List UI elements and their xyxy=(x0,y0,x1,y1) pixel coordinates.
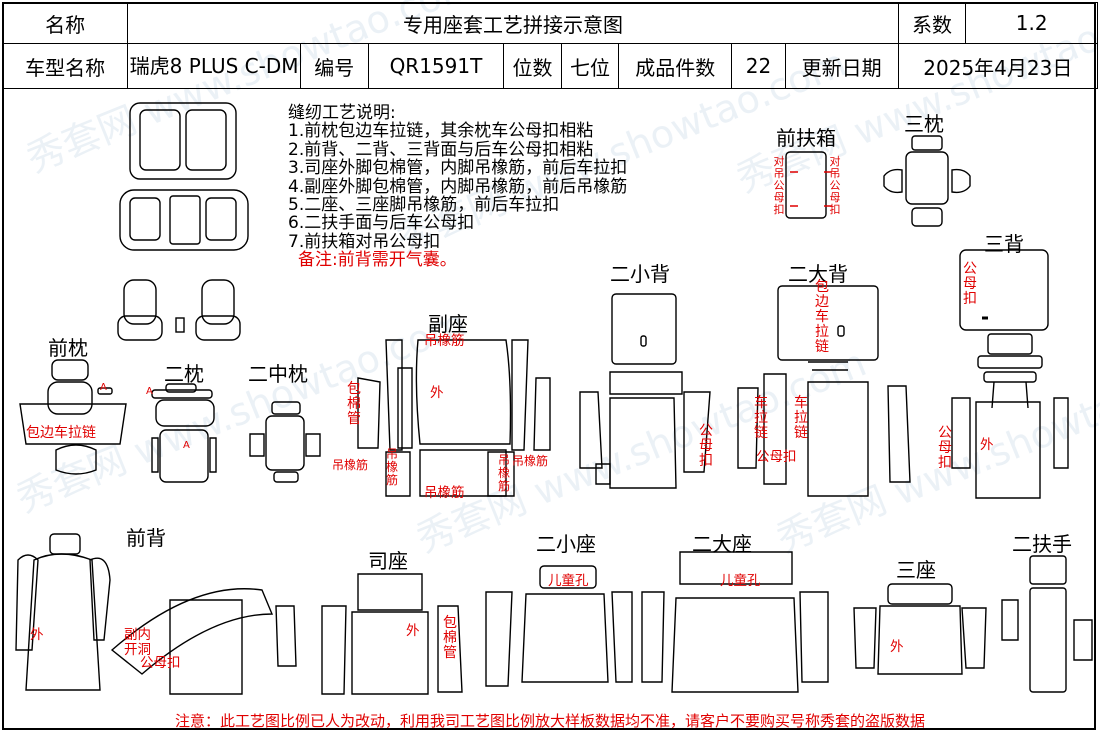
annotation-diao-xiang-jin: 吊橡筋 xyxy=(424,333,465,349)
third-seat-pieces xyxy=(853,583,987,675)
annotation-bao-bian-che-la-lian: 包边车拉链 xyxy=(815,279,829,355)
passenger-seat-pieces xyxy=(357,339,551,497)
label-second-middle-headrest: 二中枕 xyxy=(248,362,308,386)
annotation-gong-mu-kou: 公母扣 xyxy=(938,425,952,471)
notes-item: 4.副座外脚包棉管，内脚吊橡筋，前后吊橡筋 xyxy=(288,176,628,197)
label-second-big-seat: 二大座 xyxy=(692,532,752,556)
model-label: 车型名称 xyxy=(1,43,129,89)
annotation-wai: 外 xyxy=(406,623,420,639)
label-second-big-back: 二大背 xyxy=(788,262,848,286)
label-third-seat: 三座 xyxy=(896,558,936,582)
sewing-notes: 缝纫工艺说明: 1.前枕包边车拉链，其余枕车公母扣相粘 2.前背、二背、三背面与… xyxy=(288,104,627,270)
annotation-fu-nei-kai-dong: 副内开洞 xyxy=(124,627,151,658)
label-second-small-back: 二小背 xyxy=(610,262,670,286)
annotation-a-mark: A xyxy=(100,382,107,393)
seat-overview-icon xyxy=(117,102,249,341)
label-third-back: 三背 xyxy=(984,232,1024,256)
header-table: 名称 专用座套工艺拼接示意图 系数 1.2 车型名称 瑞虎8 PLUS C-DM… xyxy=(1,2,1099,89)
annotation-diao-xiang-jin: 吊橡筋 xyxy=(332,458,369,472)
seats-label: 位数 xyxy=(503,43,562,89)
label-front-armrest-box: 前扶箱 xyxy=(776,126,836,150)
annotation-er-tong-kong: 儿童孔 xyxy=(720,573,761,589)
code-label: 编号 xyxy=(299,43,369,89)
notes-item: 5.二座、三座脚吊橡筋，前后车拉扣 xyxy=(288,195,560,216)
front-headrest-pieces xyxy=(19,359,127,475)
label-passenger-seat: 副座 xyxy=(428,312,468,336)
seats-value: 七位 xyxy=(560,43,620,89)
annotation-wai: 外 xyxy=(430,385,444,401)
annotation-bao-mian-guan: 包棉管 xyxy=(347,381,361,427)
second-big-back-pieces xyxy=(737,285,911,497)
second-small-seat-pieces xyxy=(485,565,633,687)
coef-label: 系数 xyxy=(897,2,967,44)
label-front-headrest: 前枕 xyxy=(48,336,88,360)
model-value: 瑞虎8 PLUS C-DM xyxy=(127,43,301,89)
annotation-bao-bian-che-la-lian: 包边车拉链 xyxy=(26,425,96,441)
label-second-headrest: 二枕 xyxy=(164,362,204,386)
second-small-back-pieces xyxy=(579,293,711,489)
notes-item: 6.二扶手面与后车公母扣 xyxy=(288,213,475,234)
footer-notice: 注意：此工艺图比例已人为改动，利用我司工艺图比例放大样板数据均不准，请客户不要购… xyxy=(174,712,925,730)
annotation-gong-mu-kou: 公母扣 xyxy=(756,449,797,465)
coef-value: 1.2 xyxy=(965,2,1098,44)
annotation-diao-xiang-jin: 吊橡筋 xyxy=(497,453,510,493)
label-driver-seat: 司座 xyxy=(368,549,408,573)
annotation-che-la-lian: 车拉链 xyxy=(794,395,808,441)
annotation-bao-mian-guan: 包棉管 xyxy=(443,615,457,661)
annotation-gong-mu-kou: 公母扣 xyxy=(699,423,713,469)
label-third-headrest: 三枕 xyxy=(904,112,944,136)
front-armrest-box-pieces xyxy=(785,151,832,219)
annotation-wai: 外 xyxy=(30,627,44,643)
date-label: 更新日期 xyxy=(784,43,899,89)
second-armrest-pieces xyxy=(1001,555,1093,693)
annotation-wai: 外 xyxy=(980,437,994,453)
label-second-small-seat: 二小座 xyxy=(536,532,596,556)
code-value: QR1591T xyxy=(367,43,505,89)
annotation-a-mark: A xyxy=(146,386,153,397)
annotation-gong-mu-kou: 公母扣 xyxy=(963,261,977,307)
second-middle-headrest-pieces xyxy=(249,401,321,483)
notes-item: 3.司座外脚包棉管，内脚吊橡筋，前后车拉扣 xyxy=(288,158,628,179)
pieces-label: 成品件数 xyxy=(618,43,733,89)
driver-seat-pieces xyxy=(321,573,463,695)
annotation-er-tong-kong: 儿童孔 xyxy=(548,573,589,589)
annotation-diao-xiang-jin: 吊橡筋 xyxy=(385,447,398,487)
date-value: 2025年4月23日 xyxy=(897,43,1099,89)
front-back-pieces xyxy=(15,533,297,695)
notes-item: 1.前枕包边车拉链，其余枕车公母扣相粘 xyxy=(288,121,594,142)
label-front-back: 前背 xyxy=(126,526,166,550)
notes-remark: 备注:前背需开气囊。 xyxy=(298,250,457,271)
second-big-seat-pieces xyxy=(641,551,829,693)
annotation-dui-diao-gong-mu-kou: 对吊公母扣 xyxy=(829,155,841,216)
second-headrest-pieces xyxy=(151,383,217,483)
notes-item: 2.前背、二背、三背面与后车公母扣相粘 xyxy=(288,139,594,160)
notes-item: 7.前扶箱对吊公母扣 xyxy=(288,231,441,252)
annotation-diao-xiang-jin: 吊橡筋 xyxy=(512,454,549,468)
drawing-title: 专用座套工艺拼接示意图 xyxy=(127,2,899,44)
third-back-pieces xyxy=(951,249,1069,499)
annotation-wai: 外 xyxy=(890,639,904,655)
annotation-a-mark: A xyxy=(183,440,190,451)
label-second-armrest: 二扶手 xyxy=(1012,532,1072,556)
annotation-gong-mu-kou: 公母扣 xyxy=(140,655,181,671)
annotation-diao-xiang-jin: 吊橡筋 xyxy=(424,485,465,501)
annotation-dui-diao-gong-mu-kou: 对吊公母扣 xyxy=(773,155,785,216)
third-headrest-pieces xyxy=(883,135,971,227)
pieces-value: 22 xyxy=(731,43,786,89)
annotation-che-la-lian: 车拉链 xyxy=(754,395,768,441)
notes-title: 缝纫工艺说明: xyxy=(288,103,396,123)
